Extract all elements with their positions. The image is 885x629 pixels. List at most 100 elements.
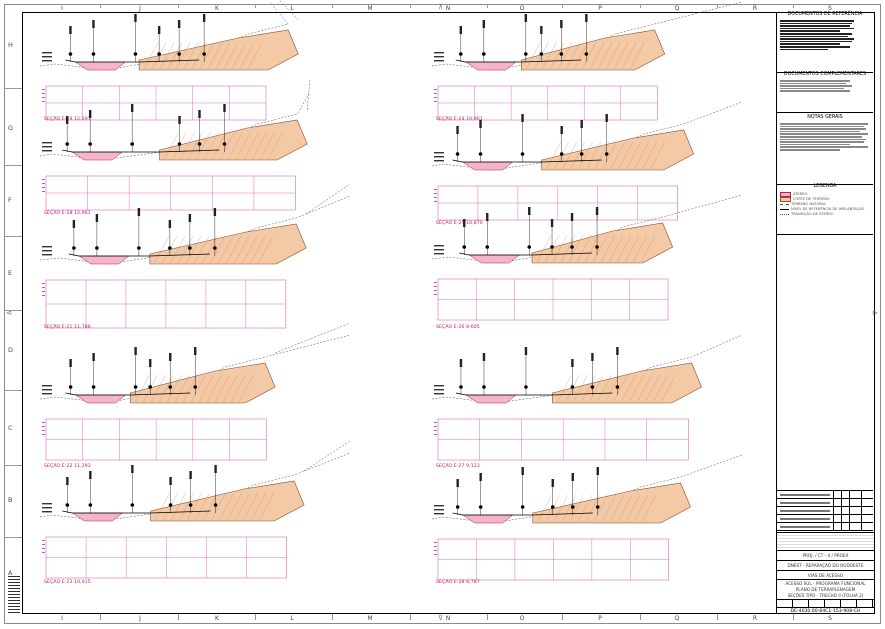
marker-label-block <box>591 353 594 361</box>
hatch-line <box>616 234 632 263</box>
hatch-line <box>600 234 616 263</box>
row-marker-b: B <box>8 496 13 504</box>
marker-label-block <box>134 347 137 355</box>
column-tick <box>332 4 333 8</box>
marker-point <box>459 52 463 56</box>
hatch-line <box>625 494 640 523</box>
profile-axis-tick <box>434 426 437 427</box>
marker-point <box>168 503 173 507</box>
hatch-line <box>576 234 592 263</box>
marker-label-block <box>560 20 563 28</box>
hatch-line <box>160 41 175 70</box>
elevation-label <box>434 505 444 507</box>
fill-area <box>71 512 124 522</box>
hatch-line <box>235 492 250 521</box>
marker-point <box>584 52 589 56</box>
elevation-label <box>434 249 444 251</box>
marker-point <box>604 152 609 156</box>
hatch-line <box>236 131 251 160</box>
hatch-line <box>243 492 258 521</box>
hatch-line <box>602 141 617 170</box>
row-marker-h: H <box>8 41 13 49</box>
revision-row <box>777 499 873 507</box>
column-marker-j: J <box>139 615 141 622</box>
hatch-line <box>578 141 593 170</box>
hatch-line <box>186 235 201 264</box>
marker-label-block <box>521 467 524 475</box>
profile-axis-tick <box>434 546 437 547</box>
elevation-label <box>434 389 444 391</box>
hatch-line <box>199 374 214 403</box>
column-marker-r: R <box>752 5 758 12</box>
elevation-label <box>434 160 444 162</box>
marker-point <box>579 152 584 156</box>
marker-label-block <box>134 14 137 22</box>
row-marker-c: C <box>8 424 13 432</box>
hatch-line <box>207 374 222 403</box>
text-line <box>780 123 868 125</box>
fill-area <box>464 61 517 71</box>
marker-point <box>193 385 198 389</box>
marker-point <box>202 52 206 56</box>
hatch-line <box>653 374 668 403</box>
profile-axis-tick <box>42 426 45 427</box>
cut-area <box>150 480 305 522</box>
cut-area <box>149 223 307 265</box>
hatch-line <box>606 41 621 70</box>
cut-area <box>531 222 674 264</box>
hatch-line <box>526 41 541 70</box>
terrain-continuation-line <box>275 322 351 354</box>
section-title: SEÇÃO E-23 10,915 <box>44 580 91 585</box>
profile-axis-tick <box>434 193 437 194</box>
profile-axis-tick <box>42 422 45 423</box>
elevation-label <box>42 250 52 252</box>
elevation-label <box>42 142 52 144</box>
marker-point <box>72 246 76 250</box>
hatch-line <box>228 131 243 160</box>
general-notes-list <box>777 120 873 154</box>
profile-axis-tick <box>434 434 437 435</box>
hatch-line <box>617 494 632 523</box>
marker-point <box>524 52 528 56</box>
marker-point <box>570 505 575 509</box>
title-row-3: VIAS DE ACESSO <box>777 570 874 579</box>
section-title: SEÇÃO E-27 9,123 <box>436 464 480 469</box>
text-line <box>780 38 854 40</box>
hatch-line <box>180 131 195 160</box>
marker-label-block <box>178 116 181 124</box>
hatch-line <box>633 494 648 523</box>
hatch-line <box>590 41 605 70</box>
cross-section-s5 <box>39 183 351 329</box>
marker-label-block <box>550 219 554 227</box>
hatch-line <box>144 41 159 70</box>
marker-point <box>590 385 595 389</box>
section-title: SEÇÃO E-28 8,787 <box>436 580 480 585</box>
profile-axis-tick <box>42 183 45 184</box>
cross-section-s10 <box>431 454 743 581</box>
marker-point <box>550 245 554 249</box>
cut-area <box>129 362 276 404</box>
profile-axis-tick <box>434 554 437 555</box>
column-tick <box>178 4 179 8</box>
marker-label-block <box>551 479 554 487</box>
marker-point <box>524 385 528 389</box>
marker-point <box>88 503 93 507</box>
row-marker-f: F <box>8 196 12 204</box>
hatch-line <box>159 374 174 403</box>
column-marker-l: L <box>290 5 294 12</box>
natural-terrain-line <box>39 1 289 71</box>
marker-label-block <box>69 26 72 34</box>
hatch-line <box>191 374 206 403</box>
hatch-line <box>175 374 190 403</box>
hatch-line <box>558 41 573 70</box>
legend-item: TRANSIÇÃO DE ATERRO <box>780 212 864 217</box>
title-row-1: PROJ. / CT - 4 / PROEX <box>777 550 874 560</box>
terrain-continuation-line <box>303 440 351 472</box>
hatch-line <box>601 494 616 523</box>
text-line <box>780 85 852 87</box>
profile-axis-tick <box>434 294 437 295</box>
column-marker-n: N <box>445 5 451 12</box>
hatch-line <box>629 374 644 403</box>
marker-point <box>550 505 555 509</box>
top-center-mark-icon: ⊼ <box>438 3 444 11</box>
